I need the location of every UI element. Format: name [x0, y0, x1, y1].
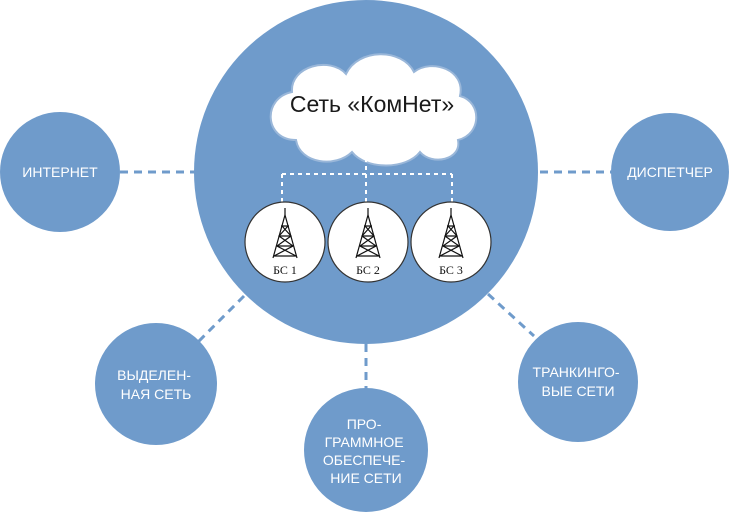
- internal-links: [281, 158, 453, 204]
- base-station-3: БС 3: [410, 201, 492, 283]
- base-station-1: БС 1: [244, 201, 326, 283]
- satellite-internet: ИНТЕРНЕТ: [0, 112, 120, 232]
- base-station-label: БС 2: [356, 263, 380, 277]
- radio-tower-icon: [355, 208, 381, 259]
- label-line: ИНТЕРНЕТ: [22, 164, 98, 180]
- label-line: ГРАММНОЕ: [325, 434, 404, 450]
- satellite-circle: [304, 388, 428, 512]
- satellite-software: ПРО- ГРАММНОЕ ОБЕСПЕЧЕ- НИЕ СЕТИ: [304, 388, 428, 512]
- satellite-label: ИНТЕРНЕТ: [22, 164, 98, 180]
- satellite-dispatcher: ДИСПЕТЧЕР: [611, 113, 729, 231]
- satellite-circle: [95, 323, 217, 445]
- base-station-circle: [410, 201, 492, 283]
- satellite-label: ТРАНКИНГО- ВЫЕ СЕТИ: [533, 364, 624, 399]
- satellite-circle: [0, 112, 120, 232]
- cloud-label: Сеть «КомНет»: [290, 91, 454, 117]
- satellite-label: ПРО- ГРАММНОЕ ОБЕСПЕЧЕ- НИЕ СЕТИ: [323, 416, 409, 486]
- radio-tower-icon: [272, 208, 298, 259]
- label-line: ПРО-: [347, 416, 382, 432]
- radio-tower-icon: [438, 208, 464, 259]
- satellite-label: ВЫДЕЛЕН- НАЯ СЕТЬ: [117, 367, 195, 402]
- connectors: [120, 170, 612, 392]
- satellite-circle: [518, 322, 638, 442]
- satellite-dedicated-network: ВЫДЕЛЕН- НАЯ СЕТЬ: [95, 323, 217, 445]
- base-station-label: БС 1: [273, 263, 297, 277]
- label-line: ВЫДЕЛЕН-: [117, 367, 191, 383]
- label-line: ТРАНКИНГО-: [533, 364, 620, 380]
- base-station-circle: [327, 201, 409, 283]
- base-station-circle: [244, 201, 326, 283]
- label-line: ВЫЕ СЕТИ: [541, 383, 614, 399]
- base-station-label: БС 3: [439, 263, 463, 277]
- label-line: НАЯ СЕТЬ: [121, 386, 192, 402]
- label-line: ДИСПЕТЧЕР: [627, 164, 713, 180]
- connector-dedicated-network: [196, 294, 246, 344]
- connector-trunking: [486, 292, 536, 338]
- satellite-label: ДИСПЕТЧЕР: [627, 164, 713, 180]
- label-line: ОБЕСПЕЧЕ-: [323, 452, 406, 468]
- label-line: НИЕ СЕТИ: [330, 470, 401, 486]
- satellite-circle: [611, 113, 729, 231]
- network-circle: [194, 0, 538, 344]
- base-station-2: БС 2: [327, 201, 409, 283]
- satellite-trunking: ТРАНКИНГО- ВЫЕ СЕТИ: [518, 322, 638, 442]
- cloud-icon: [269, 53, 478, 167]
